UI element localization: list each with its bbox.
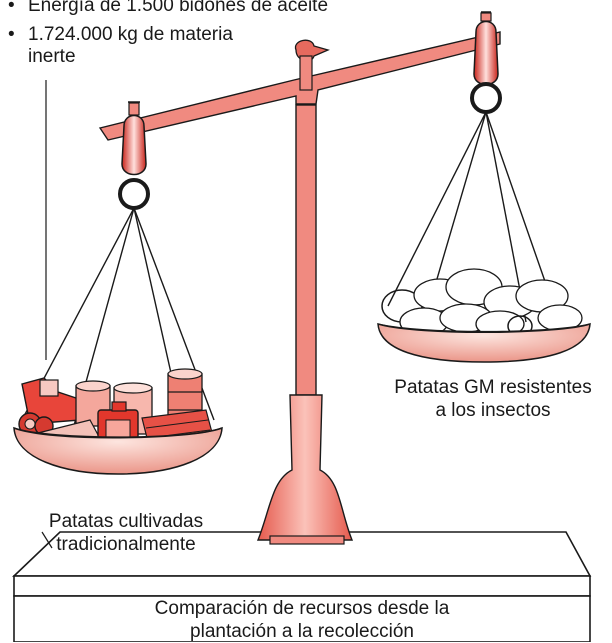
leader-line-traditional xyxy=(41,531,53,549)
right-hanger xyxy=(387,11,549,323)
left-hanger xyxy=(21,101,215,441)
traditional-potatoes-label: Patatas cultivadas tradicionalmente xyxy=(48,511,204,555)
gm-potatoes-pan xyxy=(377,268,591,363)
gm-potatoes-label: Patatas GM resistentes a los insectos xyxy=(394,377,592,421)
scale-stand xyxy=(256,104,354,545)
scale-beam xyxy=(98,31,501,141)
bullet-inert-matter-cont: inerte xyxy=(28,46,76,67)
traditional-resources-pan xyxy=(13,368,223,475)
bullet-inert-matter: •1.724.000 kg de materia xyxy=(8,24,233,45)
pedestal xyxy=(12,531,592,642)
footer-caption: Comparación de recursos desde la plantac… xyxy=(154,598,450,642)
bullet-energy: •Energía de 1.500 bidones de aceite xyxy=(8,0,329,16)
